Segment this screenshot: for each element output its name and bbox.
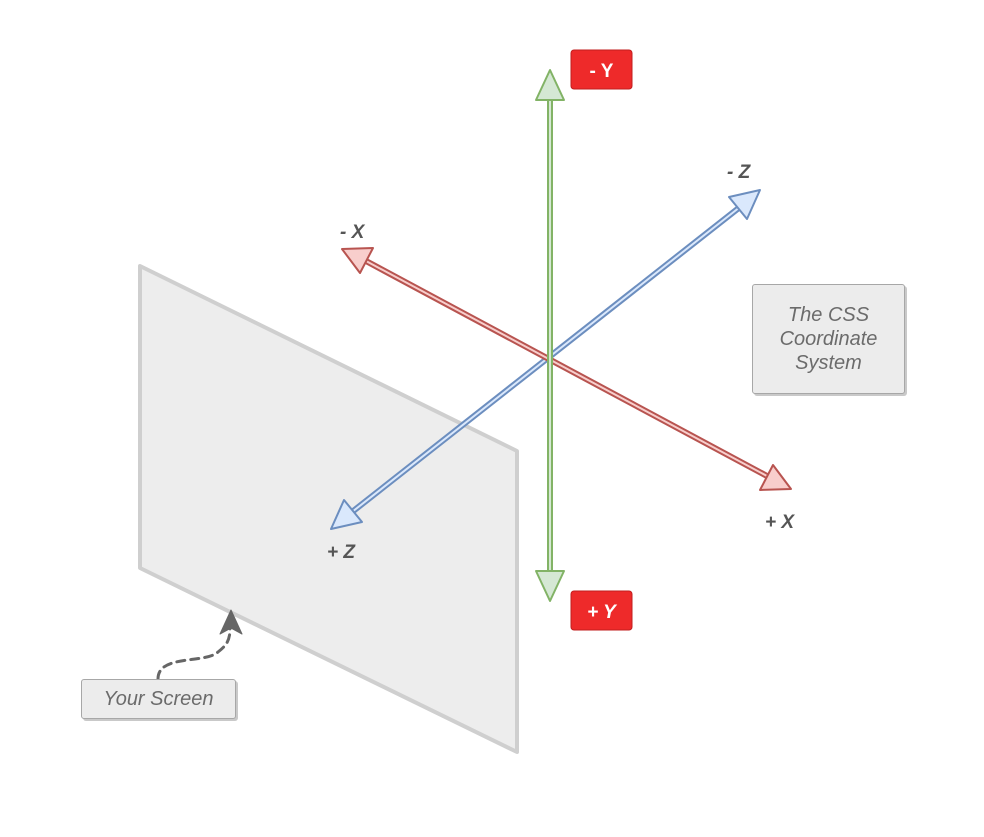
pointer-arrowhead [219,609,243,635]
z-positive-label: + Z [327,542,356,563]
coordinate-system-note: The CSS Coordinate System [752,284,905,394]
y-negative-badge: - Y [570,49,633,90]
z-negative-label: - Z [727,162,752,183]
screen-plane [138,264,519,754]
z-negative-arrowhead [728,189,761,220]
y-negative-arrowhead [535,69,565,101]
x-axis [341,247,792,491]
your-screen-note: Your Screen [81,679,236,719]
your-screen-note-text: Your Screen [103,688,214,710]
y-positive-arrowhead [535,570,565,602]
x-negative-arrowhead [341,247,374,274]
x-positive-label: + X [765,512,795,533]
x-negative-label: - X [340,222,366,243]
x-positive-arrowhead [759,464,792,491]
coordinate-system-note-text: The CSS Coordinate System [779,304,878,374]
y-positive-badge: + Y [570,590,633,631]
z-positive-arrowhead [330,499,363,530]
y-positive-label: + Y [587,602,618,623]
y-axis [535,69,565,602]
y-negative-label: - Y [590,61,614,82]
screen-pointer [156,609,243,681]
